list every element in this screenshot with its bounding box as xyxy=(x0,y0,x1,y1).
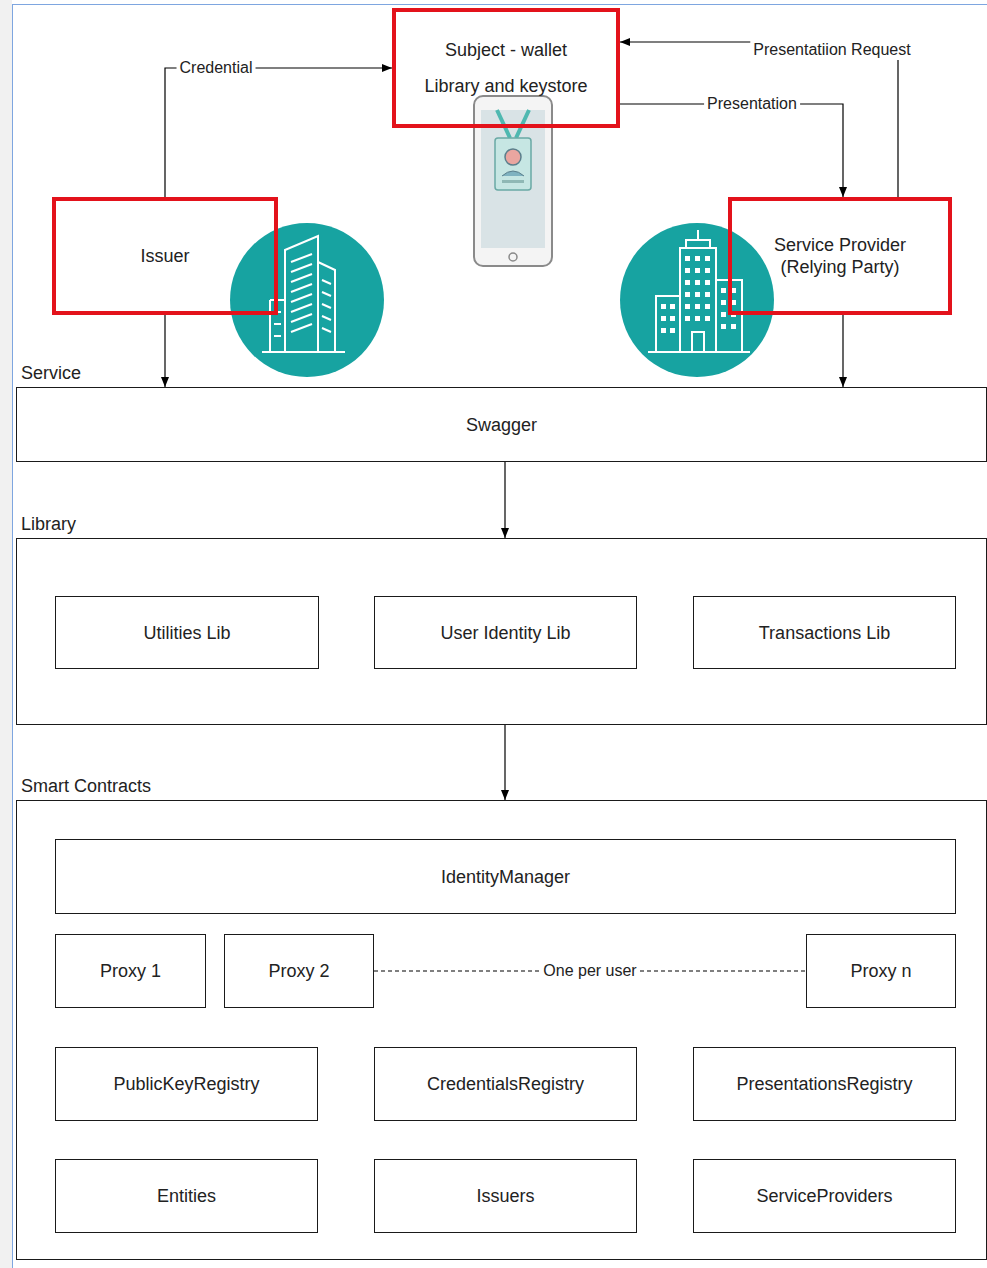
contract-box: PublicKeyRegistry xyxy=(55,1047,318,1121)
proxy-box: Proxy 2 xyxy=(224,934,374,1008)
box-label: Entities xyxy=(157,1185,216,1207)
box-label: PresentationsRegistry xyxy=(736,1073,912,1095)
box-label: Service Provider (Relying Party) xyxy=(760,234,920,278)
box-label: Subject - wallet xyxy=(445,39,567,61)
provider-box: Service Provider (Relying Party) xyxy=(728,197,952,315)
connector xyxy=(620,42,898,197)
box-label: Issuers xyxy=(476,1185,534,1207)
box-label: Utilities Lib xyxy=(143,622,230,644)
library-box: User Identity Lib xyxy=(374,596,637,669)
contract-box: ServiceProviders xyxy=(693,1159,956,1233)
page-margin xyxy=(0,0,12,1268)
box-label: PublicKeyRegistry xyxy=(113,1073,259,1095)
proxy-box: Proxy 1 xyxy=(55,934,206,1008)
box-label: Proxy 1 xyxy=(100,960,161,982)
library-box: Transactions Lib xyxy=(693,596,956,669)
box-label: Issuer xyxy=(140,245,189,267)
contract-box: IdentityManager xyxy=(55,839,956,914)
box-label: Transactions Lib xyxy=(759,622,890,644)
contract-box: CredentialsRegistry xyxy=(374,1047,637,1121)
box-label: Swagger xyxy=(466,414,537,436)
box-label: ServiceProviders xyxy=(756,1185,892,1207)
connector xyxy=(504,725,505,800)
contract-box: Issuers xyxy=(374,1159,637,1233)
box-label: CredentialsRegistry xyxy=(427,1073,584,1095)
proxy-box: Proxy n xyxy=(806,934,956,1008)
connector xyxy=(842,315,843,387)
contracts-band: Smart ContractsIdentityManagerProxy 1Pro… xyxy=(16,800,987,1260)
box-label: IdentityManager xyxy=(441,866,570,888)
connector xyxy=(165,68,392,197)
edge-label: One per user xyxy=(540,961,639,981)
band-heading: Library xyxy=(21,513,76,535)
outer-frame xyxy=(13,5,987,1268)
issuer-box: Issuer xyxy=(52,197,278,315)
connector xyxy=(620,104,843,197)
box-label: Proxy 2 xyxy=(268,960,329,982)
provider-building-icon xyxy=(620,223,774,377)
edge-label: Presentatiion Request xyxy=(750,40,913,60)
contract-box: PresentationsRegistry xyxy=(693,1047,956,1121)
box-label: Proxy n xyxy=(850,960,911,982)
wallet-box: Subject - walletLibrary and keystore xyxy=(392,8,620,128)
edge-label: Credential xyxy=(177,58,256,78)
connector xyxy=(164,315,165,387)
phone-illustration xyxy=(474,96,552,266)
band-heading: Smart Contracts xyxy=(21,775,151,797)
service-band: ServiceSwagger xyxy=(16,387,987,462)
box-label: User Identity Lib xyxy=(440,622,570,644)
box-label: Library and keystore xyxy=(424,75,587,97)
library-box: Utilities Lib xyxy=(55,596,319,669)
band-heading: Service xyxy=(21,362,81,384)
contract-box: Entities xyxy=(55,1159,318,1233)
issuer-building-icon xyxy=(230,223,384,377)
library-band: LibraryUtilities LibUser Identity LibTra… xyxy=(16,538,987,725)
connector xyxy=(504,462,505,538)
edge-label: Presentation xyxy=(704,94,800,114)
